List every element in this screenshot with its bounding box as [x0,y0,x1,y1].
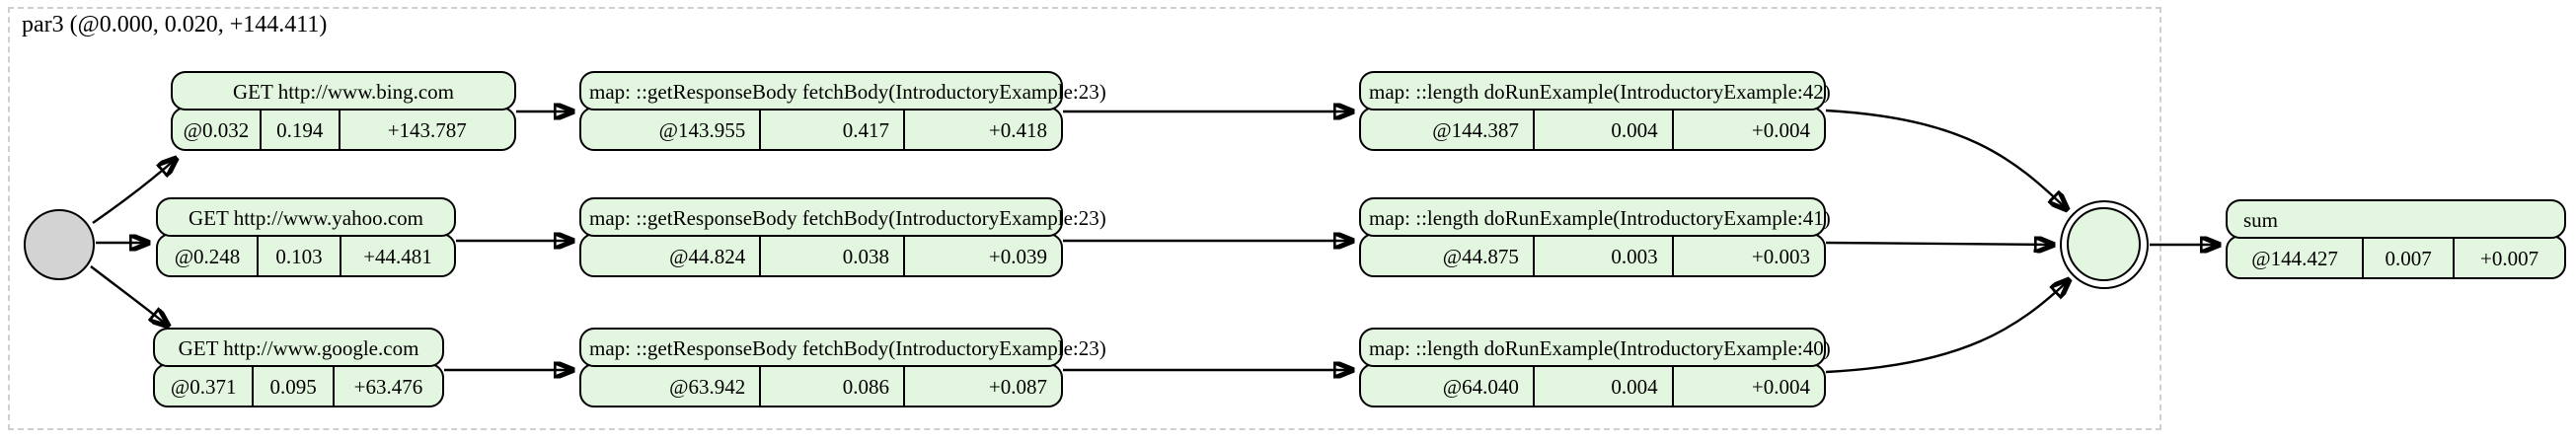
stage-node-map-responsebody-3: map: ::getResponseBody fetchBody(Introdu… [579,328,1106,407]
stage-node-map-length-1: map: ::length doRunExample(IntroductoryE… [1359,71,1831,151]
stage-start-time: @64.040 [1361,365,1535,406]
stage-start-time: @0.248 [158,235,259,275]
stage-title: sum [2226,199,2566,239]
stage-total-time: +44.481 [363,245,432,268]
stage-start-time: @0.371 [155,365,255,406]
stage-title: map: ::length doRunExample(IntroductoryE… [1359,328,1831,367]
stage-start-time: @0.032 [173,109,262,149]
stage-start-time: @63.942 [581,365,762,406]
stage-total-time: +143.787 [387,118,467,142]
par3-cluster-border [8,7,2161,430]
stage-title: GET http://www.bing.com [171,71,516,111]
stage-own-time: 0.095 [254,365,335,406]
stage-start-time: @144.427 [2228,237,2365,277]
stage-title: GET http://www.yahoo.com [156,197,456,237]
stage-total-time: +0.003 [1751,245,1810,268]
stage-own-time: 0.194 [262,109,341,149]
stage-own-time: 0.007 [2364,237,2456,277]
stage-own-time: 0.004 [1535,365,1674,406]
stage-total-time: +0.004 [1751,375,1810,399]
stage-node-get-yahoo: GET http://www.yahoo.com @0.248 0.103 +4… [156,197,456,277]
stage-start-time: @44.824 [581,235,762,275]
stage-title: map: ::length doRunExample(IntroductoryE… [1359,197,1831,237]
stage-own-time: 0.003 [1535,235,1674,275]
stage-total-time: +0.087 [988,375,1047,399]
stage-own-time: 0.086 [761,365,906,406]
stage-total-time: +0.418 [988,118,1047,142]
end-node-circle [2060,200,2149,289]
stage-title: map: ::length doRunExample(IntroductoryE… [1359,71,1831,111]
stage-title: map: ::getResponseBody fetchBody(Introdu… [579,328,1106,367]
stage-title: GET http://www.google.com [153,328,444,367]
start-node-circle [24,209,95,280]
stage-own-time: 0.103 [259,235,341,275]
stage-start-time: @143.955 [581,109,762,149]
stage-own-time: 0.004 [1535,109,1674,149]
stage-node-map-length-3: map: ::length doRunExample(IntroductoryE… [1359,328,1831,407]
stage-node-map-length-2: map: ::length doRunExample(IntroductoryE… [1359,197,1831,277]
stage-start-time: @144.387 [1361,109,1535,149]
stage-node-map-responsebody-1: map: ::getResponseBody fetchBody(Introdu… [579,71,1106,151]
stage-own-time: 0.417 [761,109,906,149]
stage-node-get-bing: GET http://www.bing.com @0.032 0.194 +14… [171,71,516,151]
end-node-inner-circle [2067,207,2141,281]
stage-total-time: +0.039 [988,245,1047,268]
stage-title: map: ::getResponseBody fetchBody(Introdu… [579,71,1106,111]
stage-start-time: @44.875 [1361,235,1535,275]
stage-own-time: 0.038 [761,235,906,275]
stage-total-time: +63.476 [353,375,423,399]
stage-node-sum: sum @144.427 0.007 +0.007 [2226,199,2566,279]
cluster-label: par3 (@0.000, 0.020, +144.411) [22,12,328,37]
stage-total-time: +0.007 [2480,247,2539,270]
stage-node-map-responsebody-2: map: ::getResponseBody fetchBody(Introdu… [579,197,1106,277]
stage-node-get-google: GET http://www.google.com @0.371 0.095 +… [153,328,444,407]
stage-title: map: ::getResponseBody fetchBody(Introdu… [579,197,1106,237]
stage-total-time: +0.004 [1751,118,1810,142]
